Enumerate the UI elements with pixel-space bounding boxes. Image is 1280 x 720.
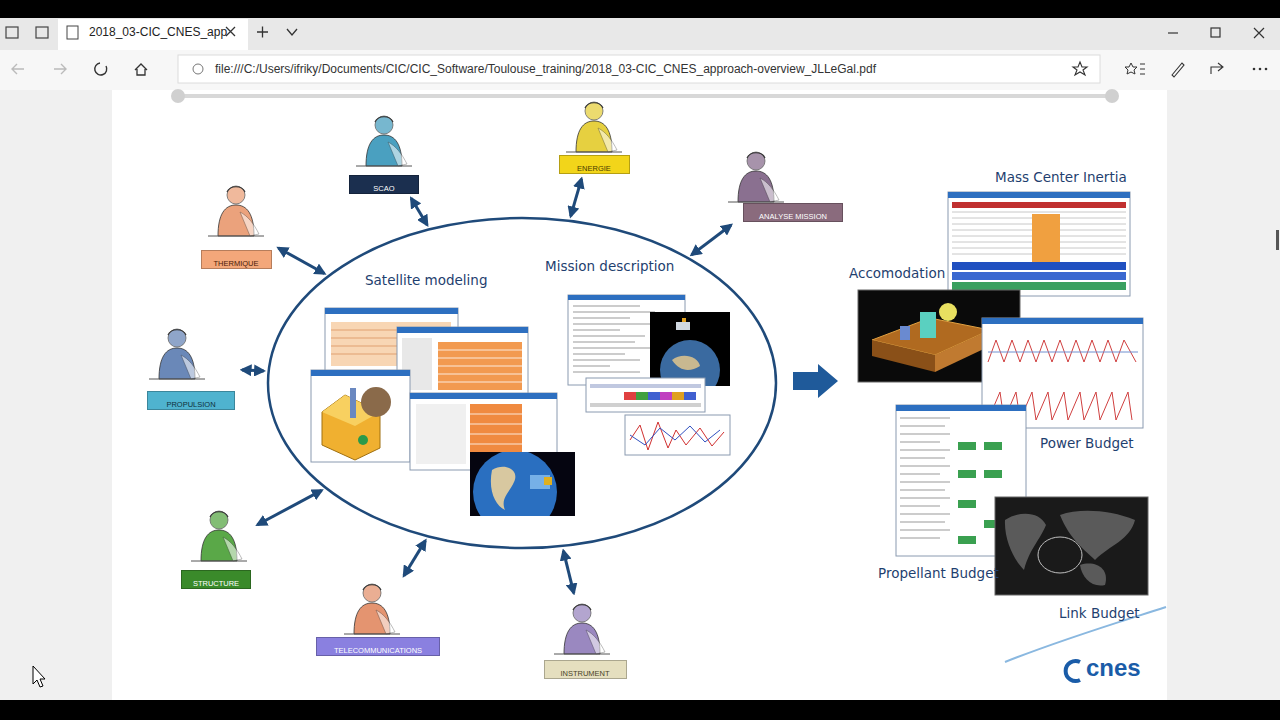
role-band: INSTRUMENT bbox=[544, 660, 627, 679]
role-label: STRUCTURE bbox=[193, 579, 239, 588]
bidirectional-arrow bbox=[404, 541, 426, 576]
role-band: SCAO bbox=[349, 175, 419, 194]
output-label: Accomodation bbox=[849, 265, 945, 281]
role-box: STRUCTURE bbox=[179, 505, 253, 589]
role-label: INSTRUMENT bbox=[560, 669, 609, 678]
bidirectional-arrow bbox=[563, 551, 573, 593]
output-label: Mass Center Inertia bbox=[995, 169, 1127, 185]
output-label: Link Budget bbox=[1059, 605, 1140, 621]
output-label: Power Budget bbox=[1040, 435, 1134, 451]
role-box: SCAO bbox=[340, 112, 428, 194]
ellipse-outline bbox=[268, 218, 776, 548]
role-band: STRUCTURE bbox=[181, 570, 251, 589]
role-band: THERMIQUE bbox=[201, 250, 272, 269]
role-box: TELECOMMUNICATIONS bbox=[314, 580, 442, 656]
logo-text: cnes bbox=[1086, 654, 1141, 682]
output-label: Propellant Budget bbox=[878, 565, 999, 581]
address-url: file:///C:/Users/ifriky/Documents/CIC/CI… bbox=[215, 62, 876, 76]
role-label: SCAO bbox=[373, 184, 394, 193]
process-ellipse: Satellite modeling Mission description bbox=[268, 218, 776, 548]
role-band: PROPULSION bbox=[147, 391, 235, 410]
bidirectional-arrow bbox=[257, 490, 321, 524]
bidirectional-arrow bbox=[242, 370, 264, 371]
role-band: TELECOMMUNICATIONS bbox=[316, 637, 440, 656]
ellipse-heading: Mission description bbox=[545, 258, 674, 274]
role-box: ANALYSE MISSION bbox=[722, 148, 846, 222]
role-label: THERMIQUE bbox=[214, 259, 259, 268]
bidirectional-arrow bbox=[571, 179, 582, 216]
role-box: PROPULSION bbox=[145, 325, 237, 410]
role-label: TELECOMMUNICATIONS bbox=[334, 646, 422, 655]
ellipse-heading: Satellite modeling bbox=[365, 272, 488, 288]
tab-title: 2018_03-CIC_CNES_app bbox=[89, 25, 227, 39]
bidirectional-arrow bbox=[278, 248, 324, 274]
role-box: THERMIQUE bbox=[198, 180, 274, 269]
role-band: ANALYSE MISSION bbox=[743, 203, 843, 222]
role-band: ENERGIE bbox=[559, 155, 630, 174]
role-label: PROPULSION bbox=[166, 400, 215, 409]
bidirectional-arrow bbox=[411, 198, 427, 225]
role-box: ENERGIE bbox=[556, 98, 632, 174]
role-label: ENERGIE bbox=[577, 164, 611, 173]
bidirectional-arrow bbox=[692, 225, 732, 255]
role-label: ANALYSE MISSION bbox=[759, 212, 827, 221]
role-box: INSTRUMENT bbox=[541, 598, 629, 679]
